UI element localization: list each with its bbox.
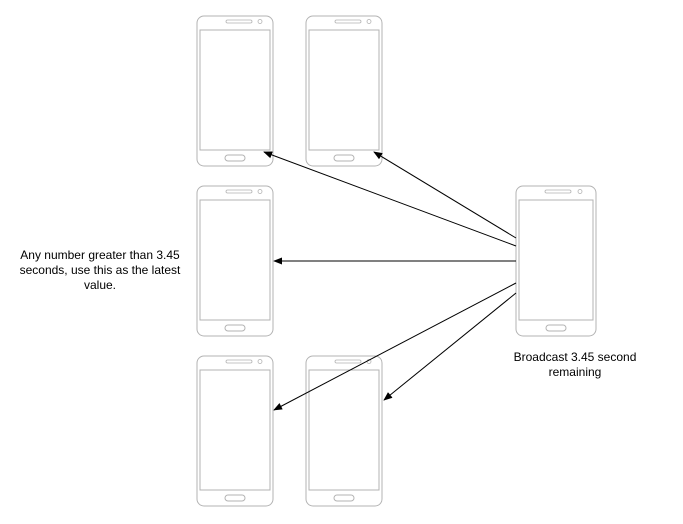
arrow-to-top-right-phone xyxy=(373,151,517,239)
receiver-phone-bottom-right xyxy=(305,355,383,507)
arrow-to-top-left-phone xyxy=(263,151,517,247)
receiver-note-label: Any number greater than 3.45 seconds, us… xyxy=(19,248,181,292)
arrow-to-bottom-left-phone xyxy=(273,282,517,411)
receiver-phone-bottom-left xyxy=(196,355,274,507)
broadcaster-note-label: Broadcast 3.45 second remaining xyxy=(513,350,637,379)
receiver-phone-top-right xyxy=(305,15,383,167)
receiver-phone-middle xyxy=(196,185,274,337)
receiver-phone-top-left xyxy=(196,15,274,167)
broadcaster-phone xyxy=(515,185,597,337)
arrow-to-bottom-right-phone xyxy=(383,292,517,401)
